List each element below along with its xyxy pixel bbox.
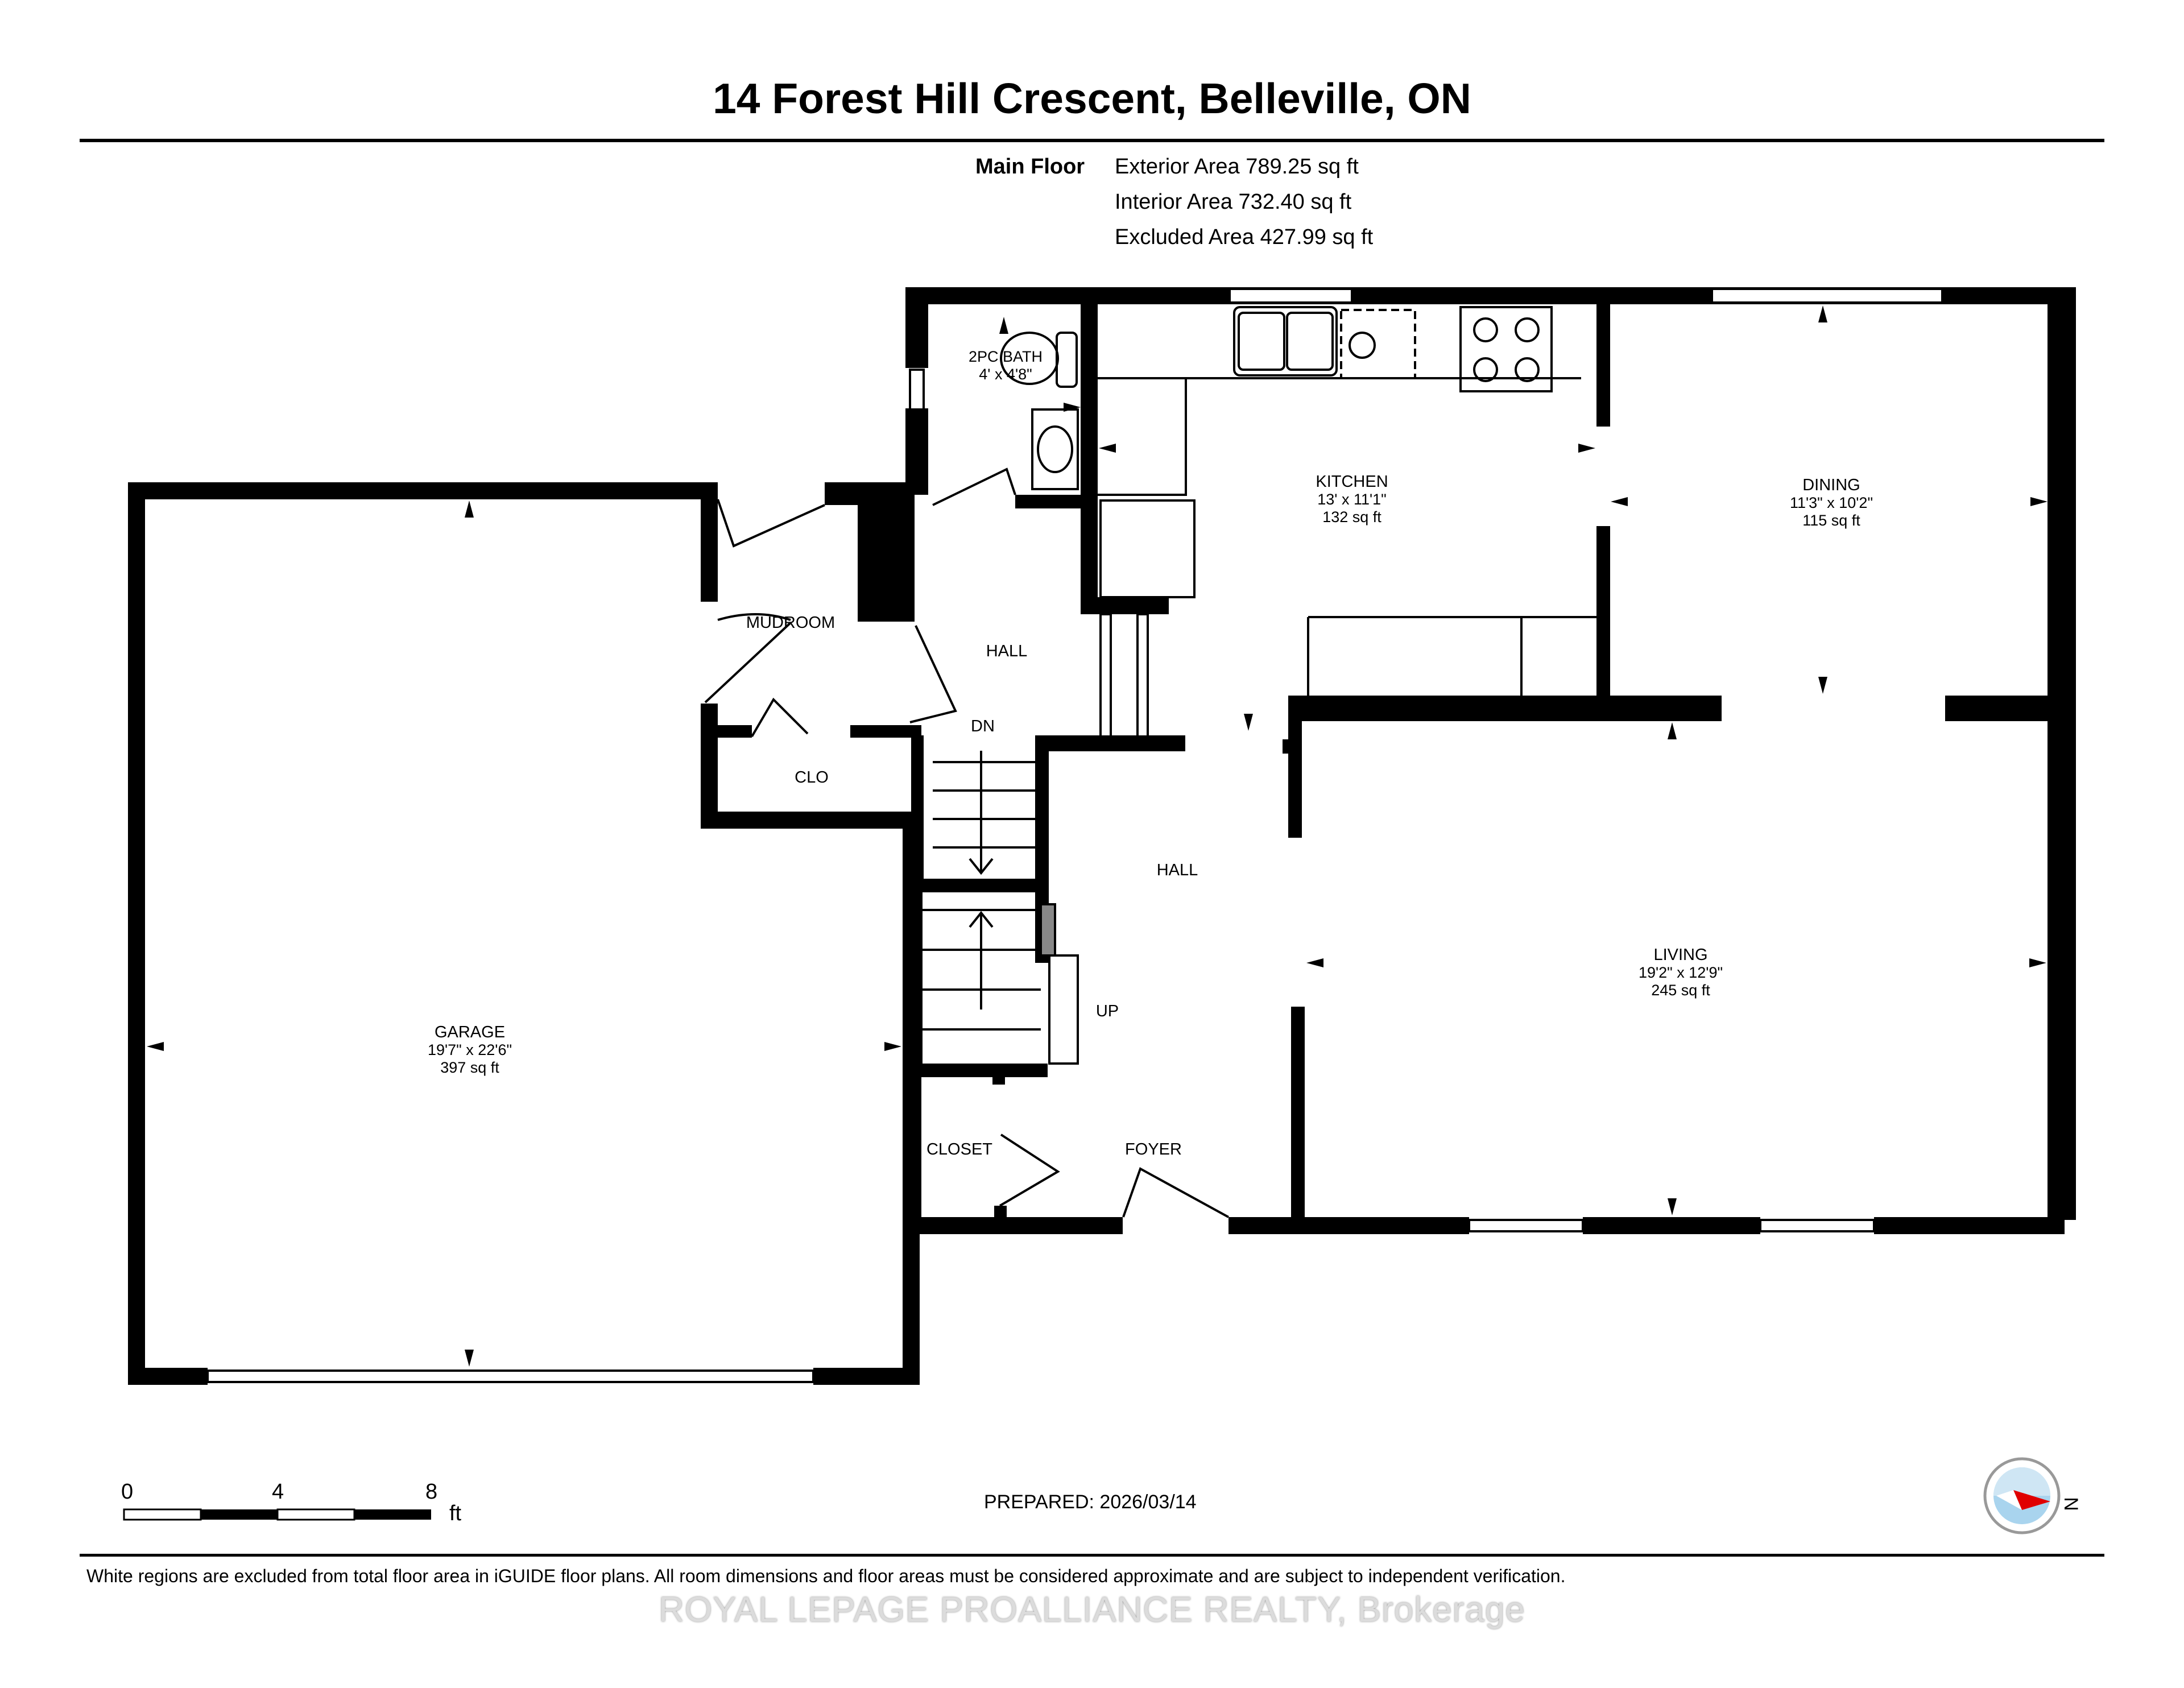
room-dining: DINING 11'3" x 10'2" 115 sq ft	[1790, 477, 1873, 529]
room-name: CLOSET	[926, 1140, 993, 1159]
room-living: LIVING 19'2" x 12'9" 245 sq ft	[1639, 946, 1723, 999]
compass-icon	[1983, 1457, 2061, 1534]
room-hall-lower: HALL	[1157, 862, 1198, 879]
scale-bar	[123, 1508, 431, 1521]
page-title: 14 Forest Hill Crescent, Belleville, ON	[713, 75, 1471, 122]
scale-label-8: 8	[425, 1480, 438, 1504]
room-name: HALL	[1156, 861, 1198, 879]
scale-label-4: 4	[272, 1480, 284, 1504]
stair-down-label: DN	[971, 718, 995, 735]
room-name: DN	[971, 717, 995, 735]
room-name: KITCHEN	[1316, 473, 1388, 491]
arrows	[147, 305, 2048, 1367]
room-name: 2PC BATH	[968, 348, 1043, 365]
windows	[206, 288, 1943, 1383]
room-name: GARAGE	[434, 1023, 506, 1041]
walls	[128, 287, 2076, 1385]
room-area: 132 sq ft	[1322, 508, 1381, 526]
room-area: 245 sq ft	[1651, 982, 1710, 999]
room-area: 115 sq ft	[1802, 512, 1860, 529]
brokerage-watermark: ROYAL LEPAGE PROALLIANCE REALTY, Brokera…	[659, 1590, 1525, 1629]
room-dims: 11'3" x 10'2"	[1789, 494, 1873, 511]
room-name: HALL	[986, 642, 1028, 660]
room-name: FOYER	[1125, 1140, 1182, 1159]
fixtures	[704, 306, 1596, 1218]
room-clo: CLO	[795, 769, 829, 787]
room-name: MUDROOM	[746, 614, 835, 632]
footer-rule	[80, 1554, 2104, 1557]
room-name: UP	[1095, 1002, 1119, 1020]
room-dims: 4' x 4'8"	[979, 366, 1032, 383]
room-name: LIVING	[1653, 946, 1708, 964]
room-dims: 13' x 11'1"	[1317, 491, 1387, 508]
exterior-area: Exterior Area 789.25 sq ft	[1115, 155, 1359, 179]
room-area: 397 sq ft	[440, 1059, 499, 1076]
scale-unit: ft	[449, 1501, 462, 1525]
room-kitchen: KITCHEN 13' x 11'1" 132 sq ft	[1316, 473, 1388, 526]
interior-area: Interior Area 732.40 sq ft	[1115, 190, 1352, 214]
scale-label-0: 0	[121, 1480, 134, 1504]
room-hall-upper: HALL	[986, 643, 1028, 660]
room-dims: 19'7" x 22'6"	[427, 1041, 512, 1058]
room-foyer: FOYER	[1125, 1141, 1182, 1159]
room-closet: CLOSET	[926, 1141, 992, 1159]
compass-north-label: N	[2059, 1497, 2082, 1511]
excluded-area: Excluded Area 427.99 sq ft	[1115, 225, 1374, 249]
room-name: CLO	[795, 768, 829, 787]
header-rule	[80, 139, 2104, 142]
room-mudroom: MUDROOM	[746, 614, 835, 632]
disclaimer: White regions are excluded from total fl…	[86, 1566, 1566, 1586]
room-2pc-bath: 2PC BATH 4' x 4'8"	[969, 348, 1043, 383]
floor-label: Main Floor	[975, 155, 1085, 179]
stair-up-label: UP	[1096, 1003, 1119, 1020]
prepared-date: PREPARED: 2026/03/14	[984, 1491, 1197, 1513]
room-dims: 19'2" x 12'9"	[1638, 964, 1723, 981]
room-garage: GARAGE 19'7" x 22'6" 397 sq ft	[428, 1024, 512, 1077]
room-name: DINING	[1802, 476, 1860, 494]
